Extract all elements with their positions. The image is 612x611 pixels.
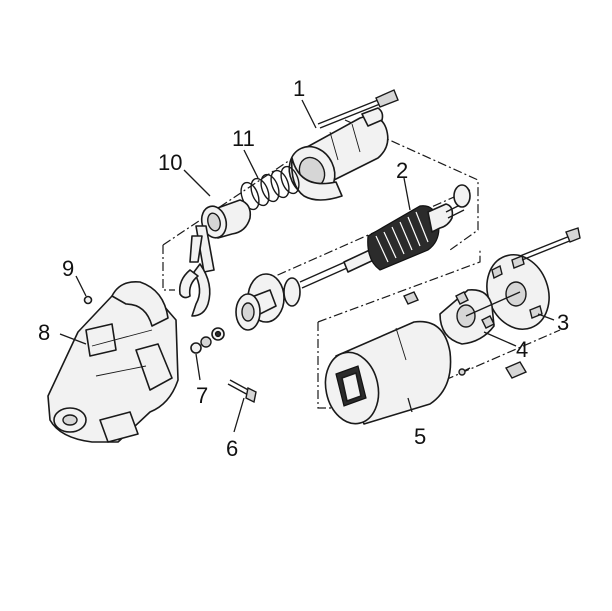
callout-4: 4 bbox=[516, 337, 528, 362]
solenoid-bolt bbox=[317, 89, 399, 129]
drive-housing bbox=[47, 280, 179, 443]
callout-1: 1 bbox=[293, 76, 305, 101]
callout-10: 10 bbox=[158, 150, 182, 175]
callout-9: 9 bbox=[62, 256, 74, 281]
brush-lower bbox=[504, 361, 528, 379]
pin-screw bbox=[83, 295, 93, 305]
screw-small bbox=[458, 367, 471, 376]
mounting-bolt bbox=[227, 379, 257, 404]
callout-2: 2 bbox=[396, 158, 408, 183]
callout-8: 8 bbox=[38, 320, 50, 345]
field-frame bbox=[324, 320, 452, 425]
callout-5: 5 bbox=[414, 424, 426, 449]
callout-11: 11 bbox=[232, 126, 255, 151]
callout-6: 6 bbox=[226, 436, 238, 461]
callout-3: 3 bbox=[557, 310, 569, 335]
brush-holder bbox=[439, 289, 521, 345]
plunger bbox=[200, 199, 252, 239]
armature bbox=[299, 184, 471, 289]
retainer-washers bbox=[190, 327, 225, 354]
callout-7: 7 bbox=[196, 383, 208, 408]
shift-lever bbox=[178, 225, 215, 317]
drive-gear bbox=[235, 273, 301, 331]
brush-upper bbox=[403, 291, 419, 305]
solenoid bbox=[288, 107, 389, 201]
through-bolt-upper bbox=[519, 227, 581, 261]
leader-lines bbox=[59, 99, 555, 433]
plunger-spring bbox=[240, 165, 300, 211]
callout-labels: 1 2 3 4 5 6 7 8 9 10 11 bbox=[38, 76, 569, 461]
